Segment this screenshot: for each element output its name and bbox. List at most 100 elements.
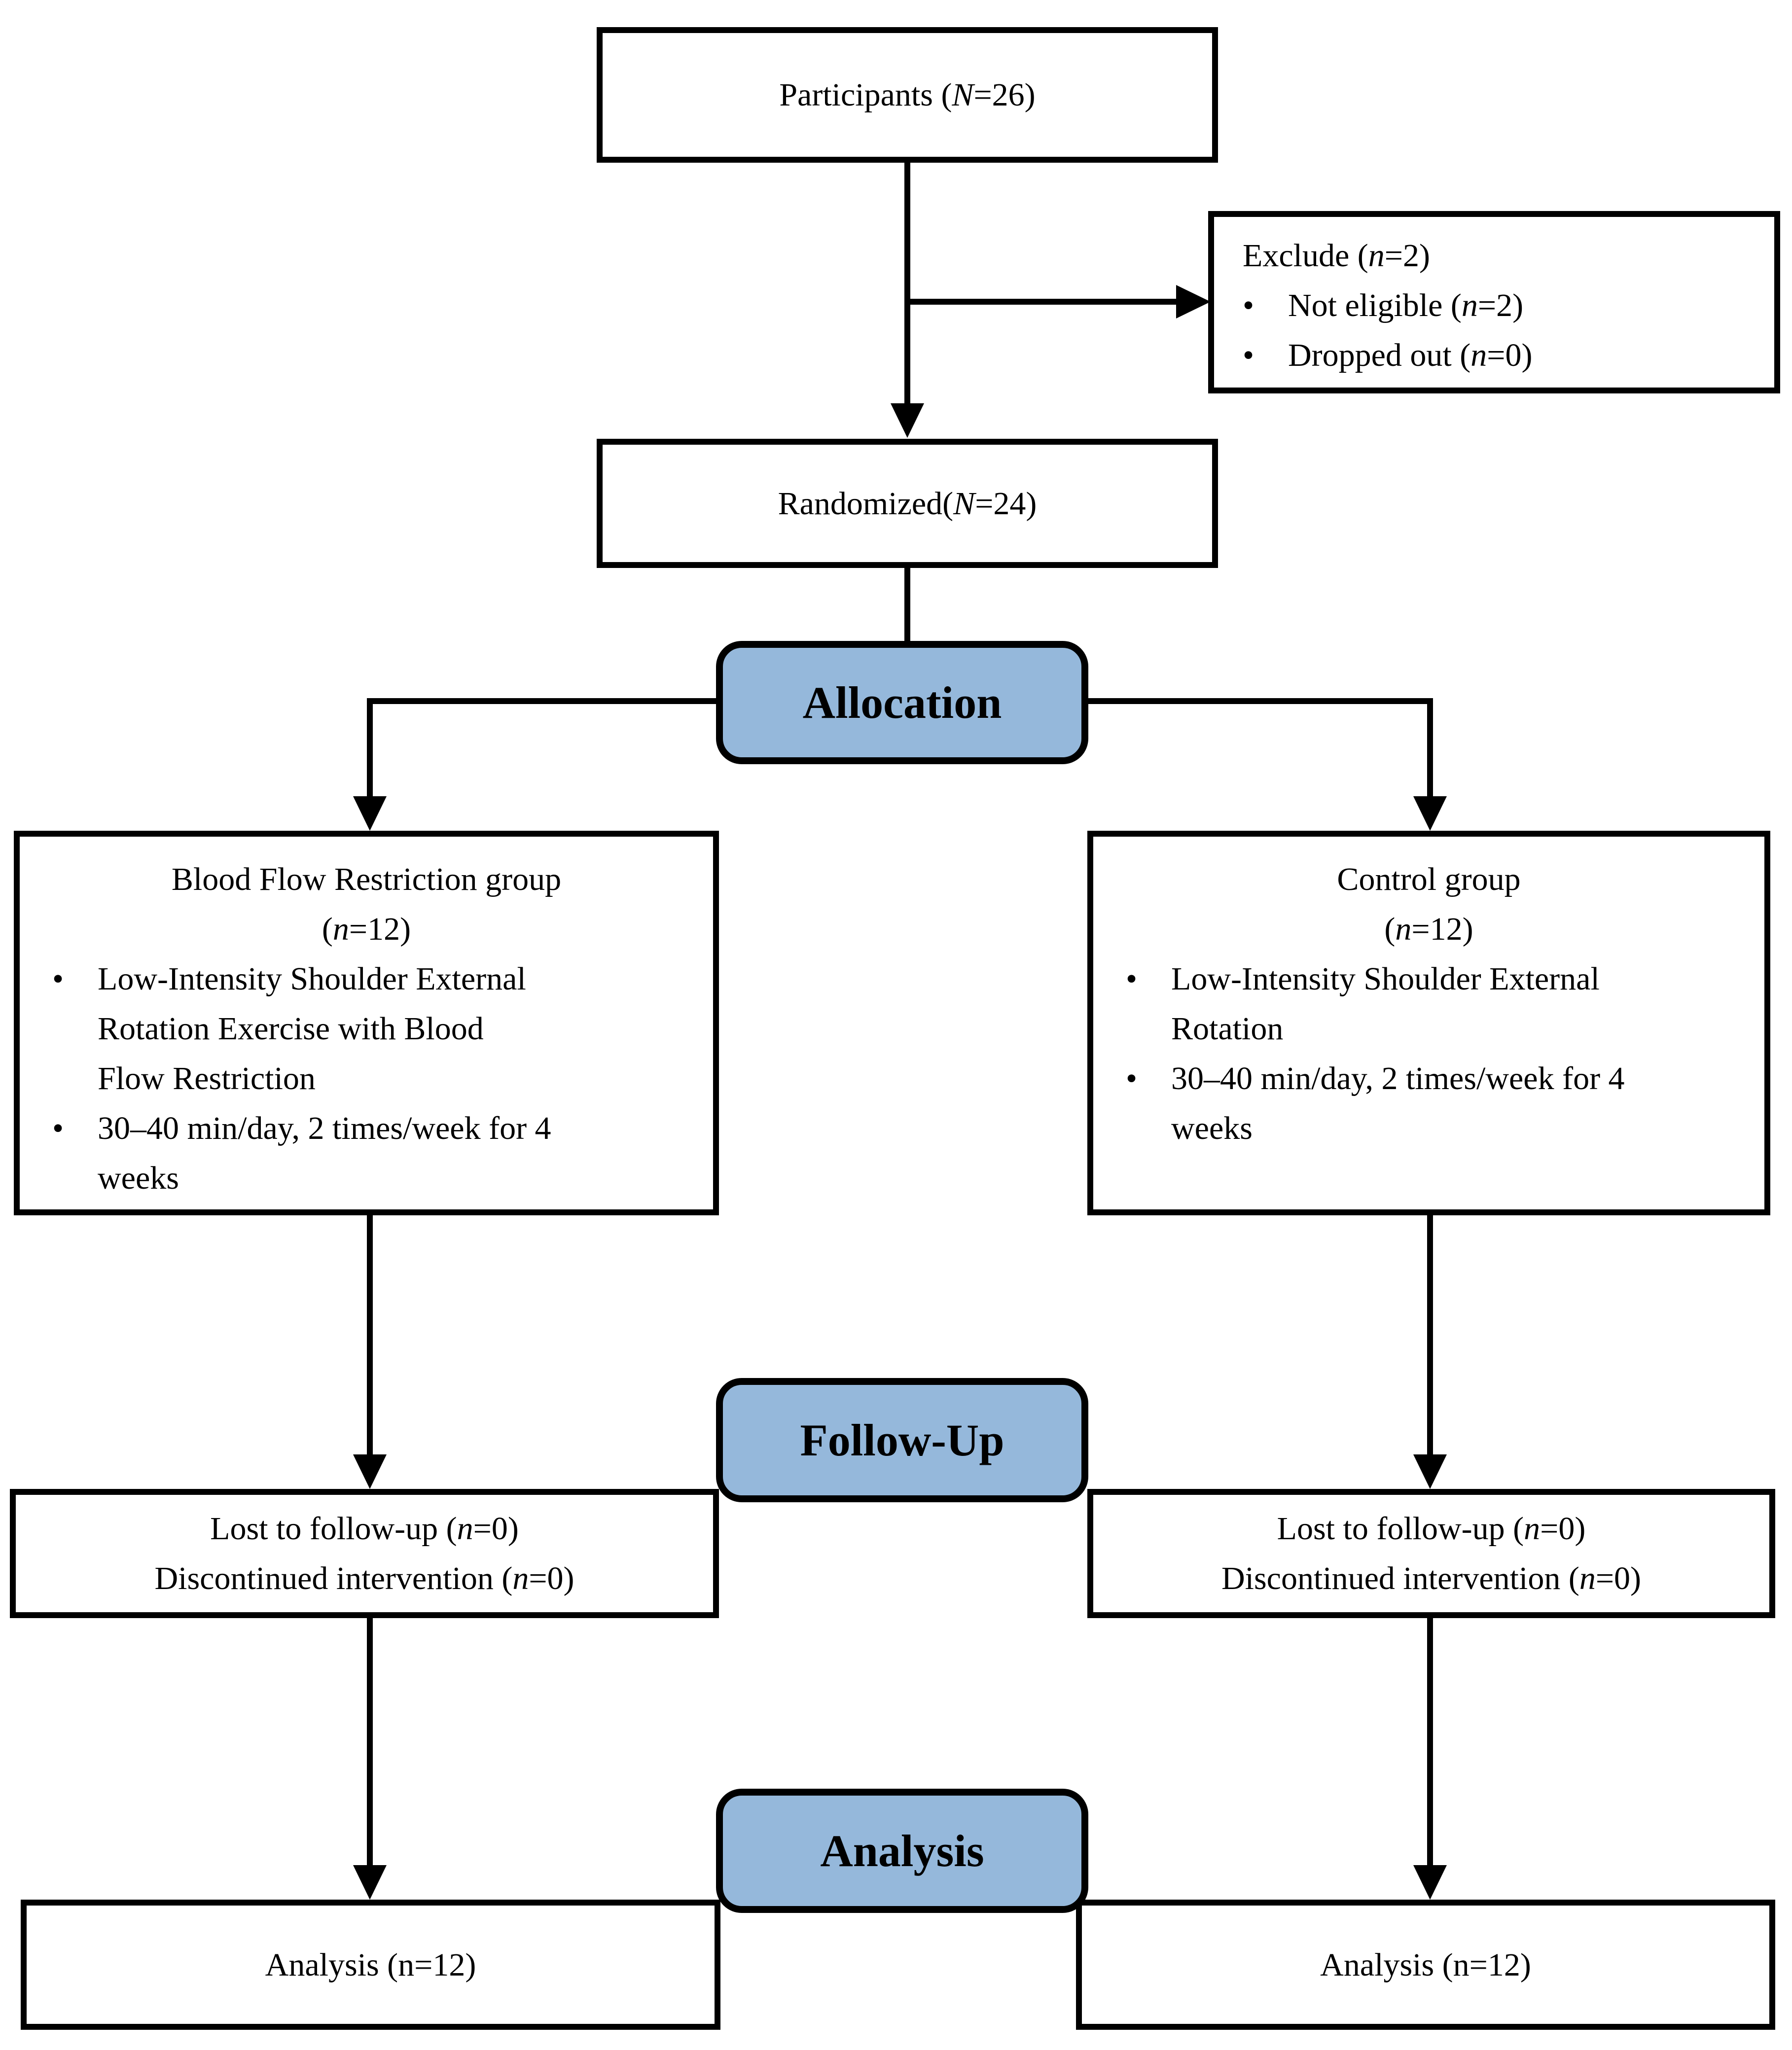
group-count: (n=12) <box>1093 904 1764 954</box>
arrowhead-into-right-analysis <box>1413 1865 1447 1900</box>
connector-participants-down <box>904 163 910 403</box>
allocation-stage-box: Allocation <box>716 641 1088 764</box>
connector-left-followup-analysis <box>367 1618 373 1868</box>
connector-allocation-right <box>1087 698 1433 704</box>
label-text: ( <box>322 911 333 947</box>
group-title: Blood Flow Restriction group <box>171 861 562 897</box>
label-text: =24) <box>975 485 1037 522</box>
group-bullet-item: • 30–40 min/day, 2 times/week for 4 week… <box>1093 1054 1764 1153</box>
label-text: =2) <box>1477 287 1524 323</box>
bullet-line: Rotation Exercise with Blood <box>98 1011 484 1047</box>
discontinued-line: Discontinued intervention (n=0) <box>1093 1554 1769 1603</box>
label-text: Discontinued intervention ( <box>154 1560 513 1596</box>
bullet-marker: • <box>52 961 64 997</box>
followup-left-box: Lost to follow-up (n=0) Discontinued int… <box>10 1489 719 1618</box>
participants-label: Participants (N=26) <box>779 70 1035 120</box>
arrowhead-into-right-group <box>1413 796 1447 831</box>
bullet-marker: • <box>1243 337 1254 373</box>
followup-stage-label: Follow-Up <box>800 1415 1004 1465</box>
bullet-marker: • <box>52 1110 64 1146</box>
analysis-right-box: Analysis (n=12) <box>1076 1900 1775 2030</box>
stat-symbol: N <box>952 77 974 113</box>
exclude-item-dropped-out: • Dropped out (n=0) <box>1214 330 1774 380</box>
label-text: =12) <box>349 911 411 947</box>
bfr-group-box: Blood Flow Restriction group (n=12) • Lo… <box>14 831 719 1215</box>
arrowhead-into-left-group <box>353 796 387 831</box>
arrowhead-into-left-analysis <box>353 1865 387 1900</box>
stat-symbol: n <box>457 1511 473 1547</box>
label-text: Exclude ( <box>1243 238 1368 274</box>
bullet-line: Rotation <box>1171 1011 1284 1047</box>
label-text: =0) <box>1595 1560 1642 1596</box>
discontinued-line: Discontinued intervention (n=0) <box>16 1554 713 1603</box>
label-text: Dropped out ( <box>1288 337 1471 373</box>
label-text: Lost to follow-up ( <box>1277 1511 1524 1547</box>
bullet-marker: • <box>1126 961 1138 997</box>
bullet-text: Low-Intensity Shoulder External Rotation… <box>98 954 700 1103</box>
stat-symbol: n <box>1461 287 1478 323</box>
label-text: =12) <box>1411 911 1473 947</box>
connector-right-followup-analysis <box>1427 1618 1433 1868</box>
bullet-text: 30–40 min/day, 2 times/week for 4 weeks <box>98 1103 700 1203</box>
group-count: (n=12) <box>20 904 713 954</box>
label-text: =0) <box>473 1511 519 1547</box>
analysis-right-label: Analysis (n=12) <box>1320 1946 1531 1983</box>
allocation-stage-label: Allocation <box>802 677 1002 728</box>
followup-right-box: Lost to follow-up (n=0) Discontinued int… <box>1087 1489 1775 1618</box>
group-bullet-item: • Low-Intensity Shoulder External Rotati… <box>1093 954 1764 1054</box>
arrowhead-into-randomized <box>891 403 924 438</box>
label-text: Discontinued intervention ( <box>1221 1560 1579 1596</box>
arrowhead-into-left-followup <box>353 1454 387 1489</box>
connector-down-right-group <box>1427 698 1433 799</box>
connector-allocation-left <box>370 698 717 704</box>
bullet-line: Flow Restriction <box>98 1060 316 1096</box>
bullet-marker: • <box>1243 287 1254 323</box>
arrowhead-into-right-followup <box>1413 1454 1447 1489</box>
lost-to-followup-line: Lost to follow-up (n=0) <box>1093 1504 1769 1554</box>
stat-symbol: n <box>1368 238 1385 274</box>
analysis-left-label: Analysis (n=12) <box>265 1946 476 1983</box>
connector-down-left-group <box>367 698 373 799</box>
connector-to-exclude <box>904 299 1181 305</box>
randomized-box: Randomized(N=24) <box>597 439 1218 568</box>
analysis-stage-label: Analysis <box>820 1826 984 1876</box>
participants-box: Participants (N=26) <box>597 27 1218 163</box>
bullet-text: Low-Intensity Shoulder External Rotation <box>1171 954 1752 1054</box>
bullet-marker: • <box>1126 1060 1138 1096</box>
stat-symbol: n <box>1579 1560 1596 1596</box>
lost-to-followup-line: Lost to follow-up (n=0) <box>16 1504 713 1554</box>
connector-randomized-allocation <box>904 568 910 641</box>
stat-symbol: n <box>332 911 349 947</box>
group-bullet-item: • 30–40 min/day, 2 times/week for 4 week… <box>20 1103 713 1203</box>
label-text: Randomized( <box>778 485 954 522</box>
label-text: Lost to follow-up ( <box>210 1511 457 1547</box>
stat-symbol: n <box>1395 911 1412 947</box>
group-bullet-item: • Low-Intensity Shoulder External Rotati… <box>20 954 713 1103</box>
analysis-stage-box: Analysis <box>716 1789 1088 1913</box>
bullet-line: 30–40 min/day, 2 times/week for 4 <box>1171 1060 1625 1096</box>
bullet-line: 30–40 min/day, 2 times/week for 4 <box>98 1110 551 1146</box>
followup-stage-box: Follow-Up <box>716 1378 1088 1502</box>
label-text: =0) <box>1540 1511 1586 1547</box>
stat-symbol: n <box>512 1560 529 1596</box>
label-text: ( <box>1384 911 1396 947</box>
group-title: Control group <box>1337 861 1521 897</box>
bullet-line: weeks <box>1171 1110 1253 1146</box>
label-text: Not eligible ( <box>1288 287 1462 323</box>
label-text: =0) <box>1487 337 1533 373</box>
bullet-text: 30–40 min/day, 2 times/week for 4 weeks <box>1171 1054 1752 1153</box>
exclude-item-text: Not eligible (n=2) <box>1288 281 1523 330</box>
label-text: =26) <box>973 77 1036 113</box>
analysis-left-box: Analysis (n=12) <box>21 1900 720 2030</box>
exclude-box: Exclude (n=2) • Not eligible (n=2) • Dro… <box>1208 211 1780 393</box>
exclude-item-text: Dropped out (n=0) <box>1288 330 1532 380</box>
connector-left-group-followup <box>367 1215 373 1457</box>
arrowhead-into-exclude <box>1176 285 1211 318</box>
bullet-line: Low-Intensity Shoulder External <box>98 961 526 997</box>
control-group-box: Control group (n=12) • Low-Intensity Sho… <box>1087 831 1770 1215</box>
exclude-item-not-eligible: • Not eligible (n=2) <box>1214 281 1774 330</box>
bullet-line: weeks <box>98 1160 179 1196</box>
label-text: =2) <box>1384 238 1430 274</box>
connector-right-group-followup <box>1427 1215 1433 1457</box>
